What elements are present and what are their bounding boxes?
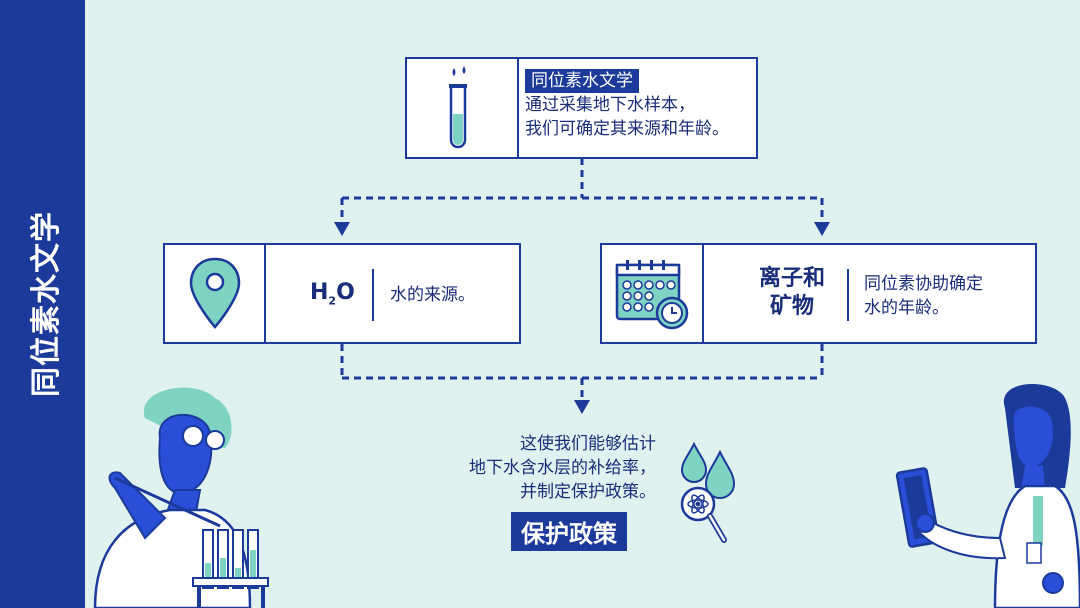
formula-sub: 2 xyxy=(328,294,337,308)
bottom-line3: 并制定保护政策。 xyxy=(520,482,656,502)
top-box-text: 同位素水文学 通过采集地下水样本， 我们可确定其来源和年龄。 xyxy=(525,69,729,141)
left-box-divider xyxy=(264,245,266,342)
right-box-desc-line2: 水的年龄。 xyxy=(864,298,949,318)
top-box: 同位素水文学 通过采集地下水样本， 我们可确定其来源和年龄。 xyxy=(405,57,758,159)
test-tube-icon xyxy=(449,66,467,149)
formula-o: O xyxy=(336,280,355,305)
scientist-left-illustration xyxy=(93,387,269,608)
bottom-text: 这使我们能够估计 地下水含水层的补给率， 并制定保护政策。 xyxy=(420,432,656,504)
right-box-desc: 同位素协助确定 水的年龄。 xyxy=(864,272,983,320)
top-box-divider xyxy=(517,59,519,157)
right-box-title-line2: 矿物 xyxy=(769,294,814,319)
water-atom-magnifier-icon xyxy=(680,441,736,543)
top-box-line2: 我们可确定其来源和年龄。 xyxy=(525,119,729,139)
bottom-line2: 地下水含水层的补给率， xyxy=(469,458,656,478)
right-box-title-line1: 离子和 xyxy=(758,266,825,291)
bottom-line1: 这使我们能够估计 xyxy=(520,434,656,454)
left-box: H2O 水的来源。 xyxy=(163,243,521,344)
right-box-title: 离子和 矿物 xyxy=(742,265,842,321)
top-box-tag: 同位素水文学 xyxy=(525,69,639,93)
formula-h2o: H2O xyxy=(310,280,355,307)
right-box-bar xyxy=(847,269,849,321)
location-pin-icon xyxy=(189,257,241,329)
calendar-clock-icon xyxy=(615,260,689,330)
scientist-right-illustration xyxy=(895,384,1080,608)
right-box-divider xyxy=(702,245,704,342)
left-box-bar xyxy=(372,269,374,321)
formula-h: H xyxy=(310,280,329,305)
right-box: 离子和 矿物 同位素协助确定 水的年龄。 xyxy=(600,243,1037,344)
sidebar xyxy=(0,0,85,608)
left-box-desc: 水的来源。 xyxy=(390,285,475,305)
top-box-line1: 通过采集地下水样本， xyxy=(525,95,695,115)
right-box-desc-line1: 同位素协助确定 xyxy=(864,274,983,294)
policy-label: 保护政策 xyxy=(511,512,627,551)
